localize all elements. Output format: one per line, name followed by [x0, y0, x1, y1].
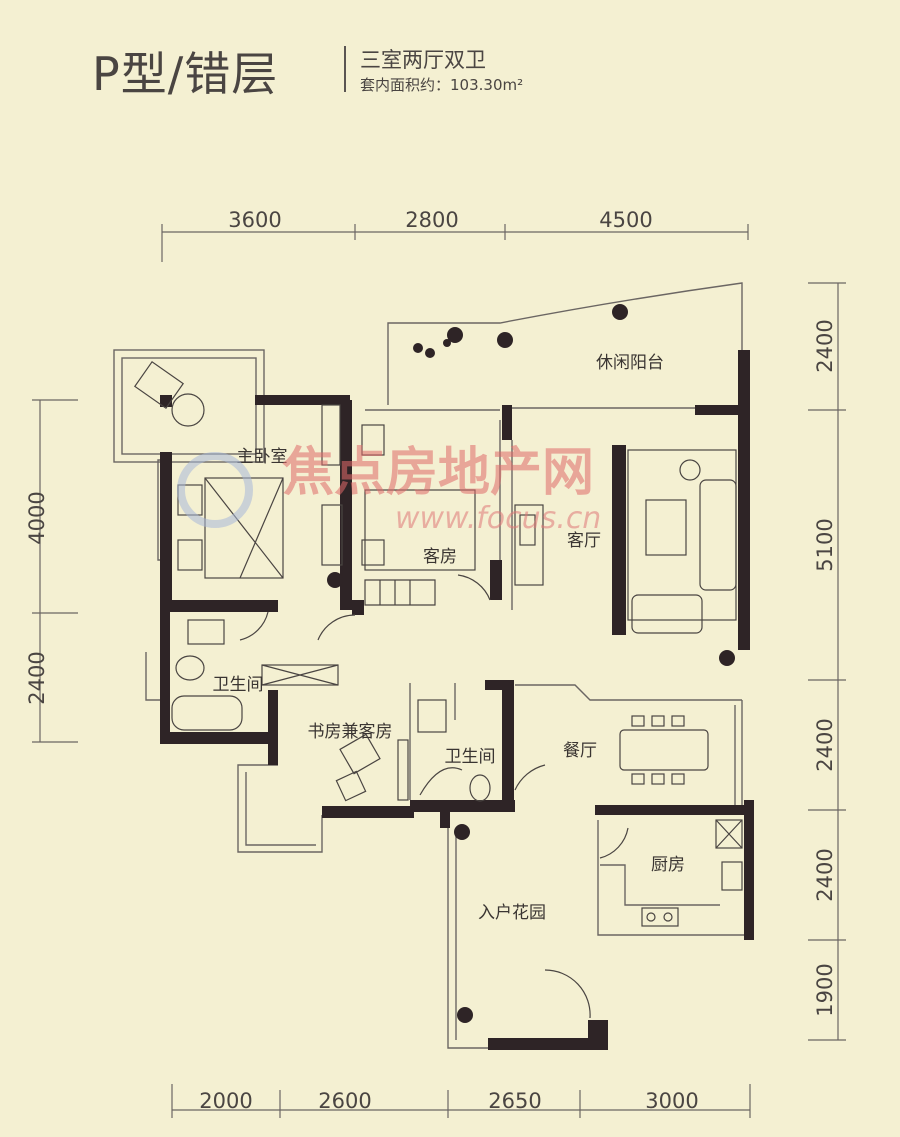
- dim-bottom-4: 3000: [645, 1089, 698, 1113]
- furniture: [133, 360, 743, 1019]
- dim-right-3: 2400: [813, 718, 837, 771]
- dim-left-2: 2400: [25, 651, 49, 704]
- room-dining-room: 餐厅: [563, 741, 597, 761]
- room-master-bedroom: 主卧室: [237, 447, 288, 467]
- layout-subtitle: 三室两厅双卫: [360, 48, 486, 72]
- room-bathroom-1: 卫生间: [213, 675, 264, 695]
- room-living-room: 客厅: [567, 531, 601, 551]
- area-info: 套内面积约：103.30m²: [360, 74, 523, 95]
- room-guest-room: 客房: [423, 547, 457, 567]
- structural-walls: [160, 350, 754, 1050]
- dim-top-1: 3600: [228, 208, 281, 232]
- dim-top-2: 2800: [405, 208, 458, 232]
- dim-right-5: 1900: [813, 963, 837, 1016]
- area-value: 103.30m²: [450, 76, 524, 94]
- room-study-guest: 书房兼客房: [308, 722, 393, 742]
- plant-icons: [327, 304, 735, 1023]
- thin-walls: [113, 282, 750, 1049]
- dim-left-1: 4000: [25, 491, 49, 544]
- dim-bottom-2: 2600: [318, 1089, 371, 1113]
- area-label: 套内面积约：: [360, 76, 451, 94]
- room-bathroom-2: 卫生间: [445, 747, 496, 767]
- watermark-logo-icon: [177, 452, 253, 528]
- dim-right-2: 5100: [813, 518, 837, 571]
- room-kitchen: 厨房: [651, 855, 685, 875]
- room-leisure-balcony: 休闲阳台: [596, 353, 664, 373]
- dim-right-4: 2400: [813, 848, 837, 901]
- watermark-url: www.focus.cn: [395, 501, 601, 536]
- dim-top-3: 4500: [599, 208, 652, 232]
- page-title: P型/错层: [92, 47, 279, 101]
- watermark: 焦点房地产网 www.focus.cn: [177, 443, 601, 536]
- room-entry-garden: 入户花园: [478, 903, 546, 923]
- watermark-text: 焦点房地产网: [282, 443, 594, 503]
- title-separator: [344, 46, 346, 92]
- dimension-lines: [32, 224, 846, 1118]
- dim-bottom-3: 2650: [488, 1089, 541, 1113]
- dim-right-1: 2400: [813, 319, 837, 372]
- dim-bottom-1: 2000: [199, 1089, 252, 1113]
